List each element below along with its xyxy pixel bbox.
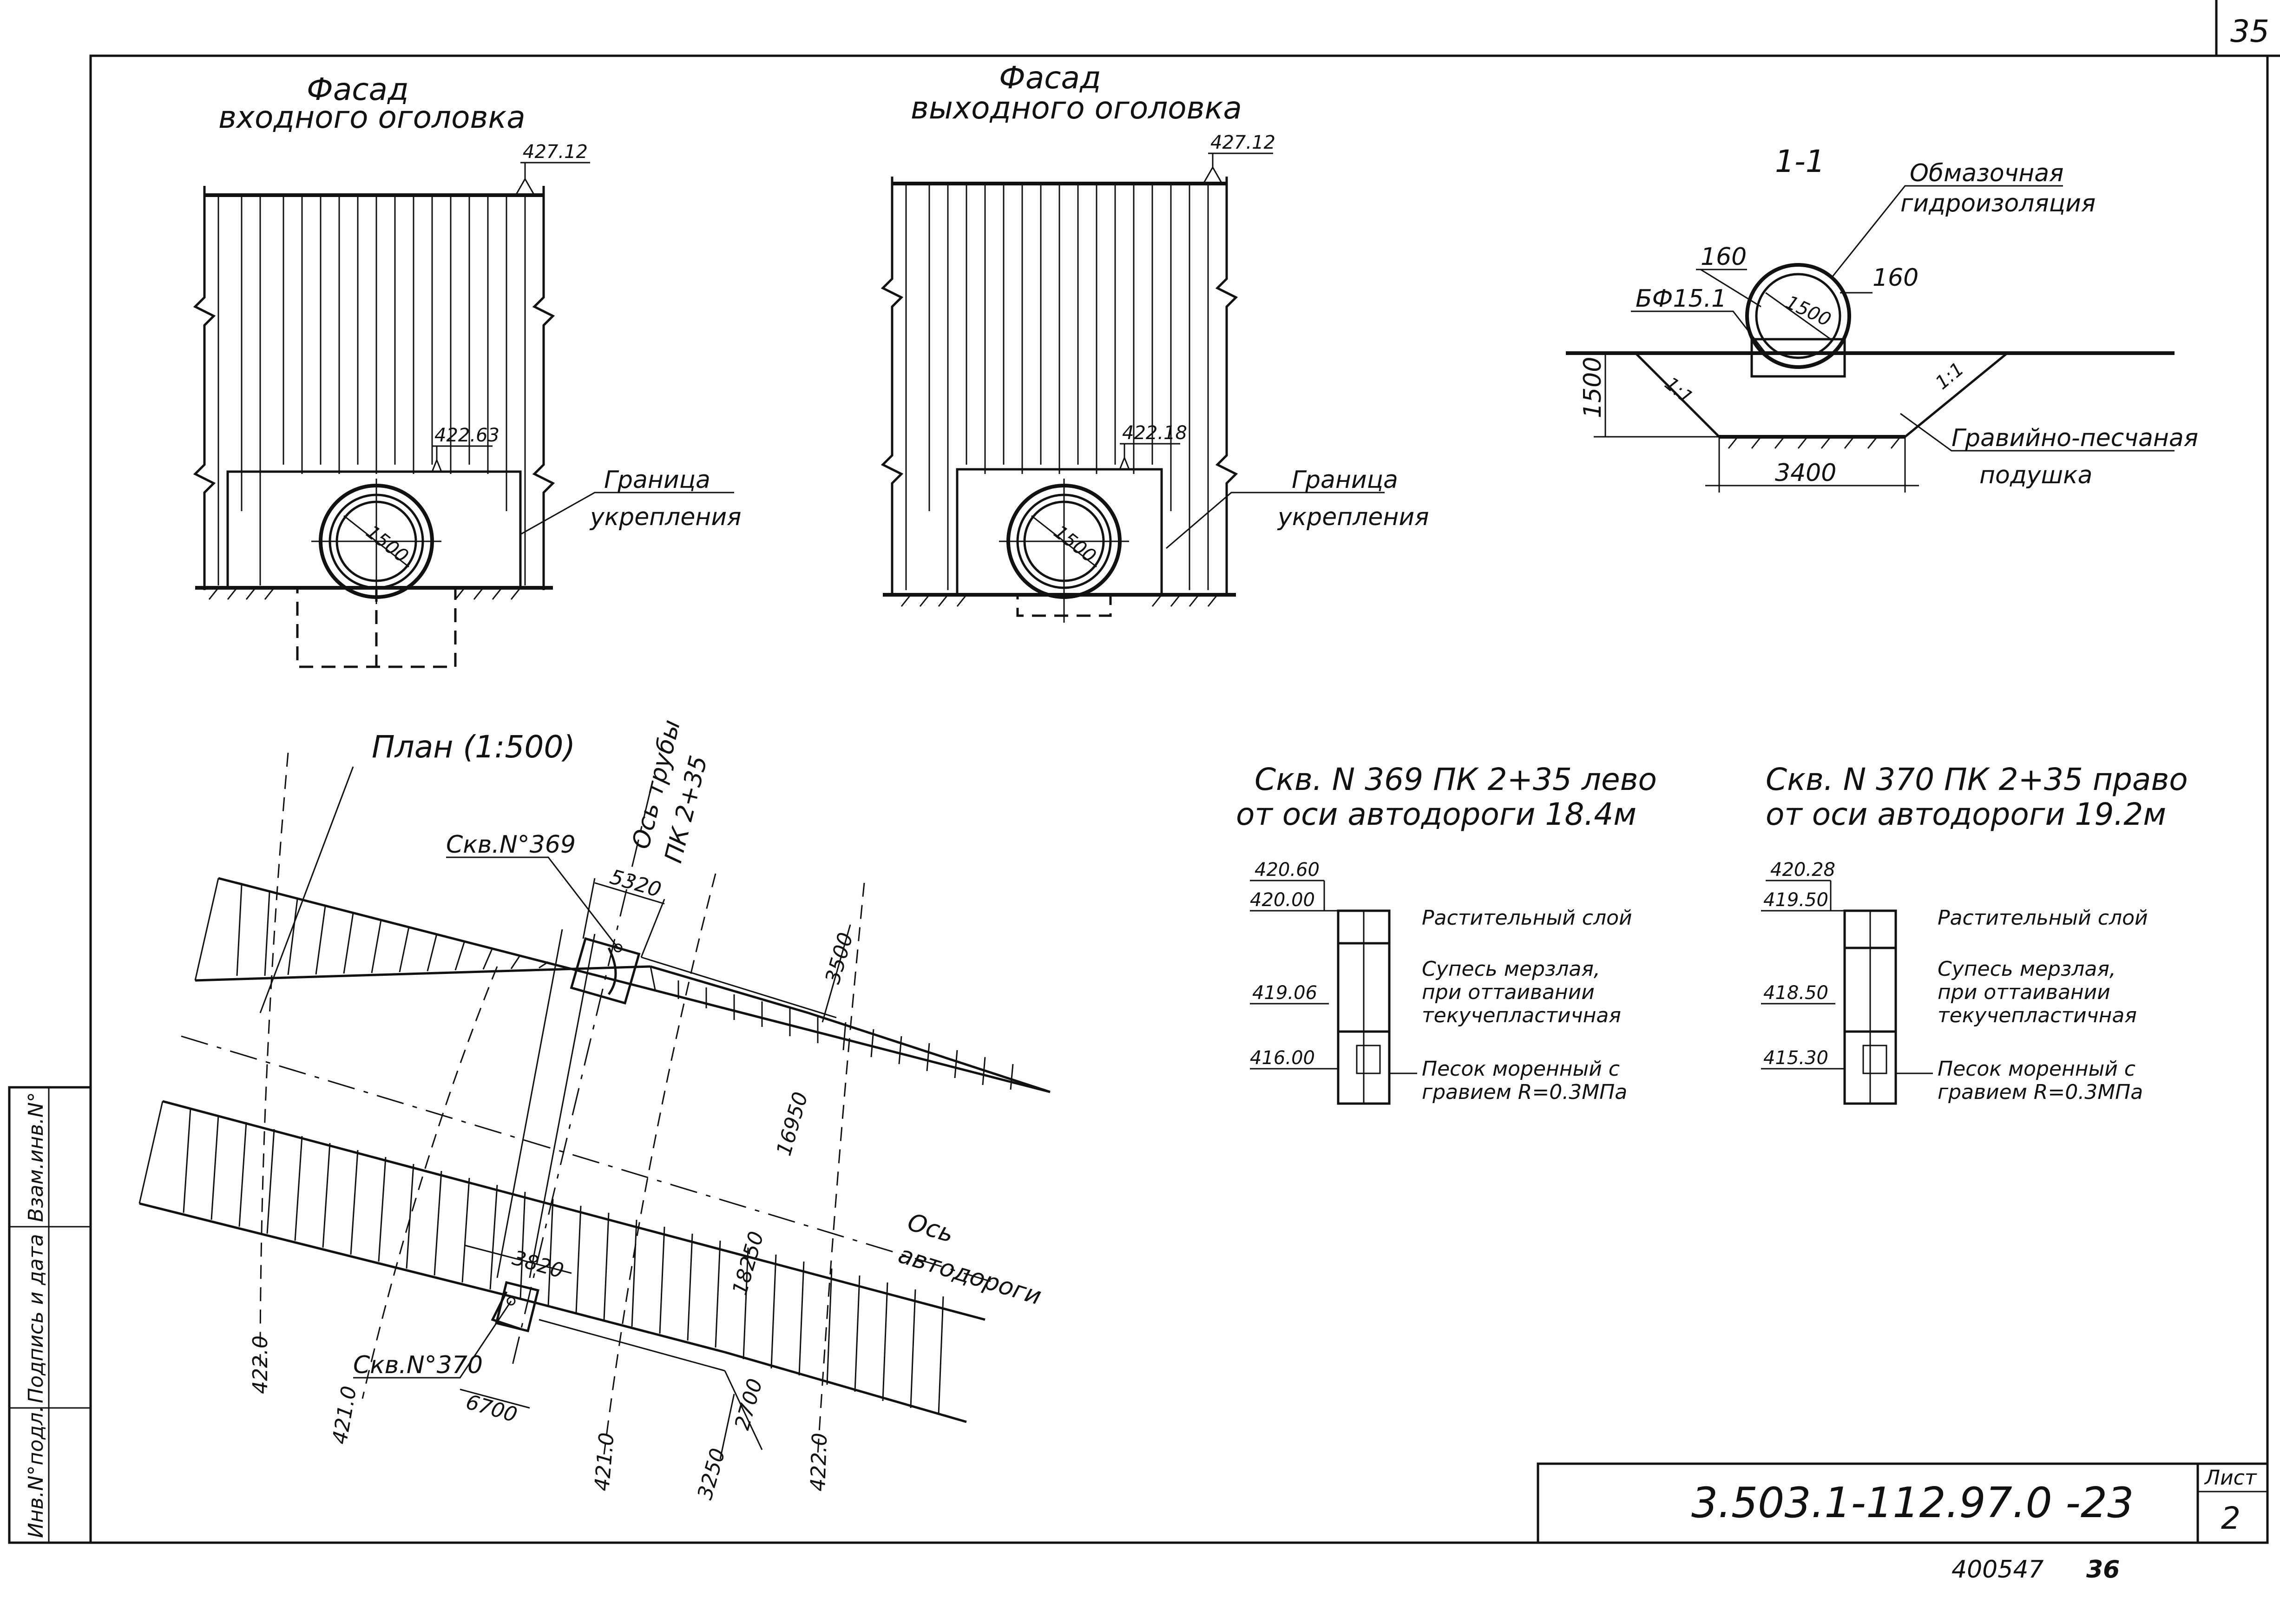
sheet-number: 2 (2221, 1500, 2241, 1536)
bh369-mark-1: 420.00 (1250, 889, 1315, 911)
facade-outlet-bottom-mark: 422.18 (1122, 422, 1187, 444)
contours (259, 752, 865, 1455)
trench-ground-hatch (1728, 436, 1901, 449)
bh370-layer-2b: при оттаивании (1938, 980, 2110, 1004)
lower-embankment (138, 1100, 986, 1423)
stamp-replacement-inventory: Взам.инв.N° (24, 1092, 48, 1222)
dim-3250: 3250 (693, 1446, 730, 1502)
bh370-mark-1: 419.50 (1763, 889, 1828, 911)
sheet-frame: 35 (89, 0, 2280, 1544)
facade-inlet-diameter: 1500 (362, 521, 413, 567)
bh370-title-1: Скв. N 370 ПК 2+35 право (1766, 762, 2188, 797)
bh370-layer-3a: Песок моренный с (1938, 1057, 2135, 1081)
bh369-title-2: от оси автодороги 18.4м (1236, 796, 1636, 832)
cushion-1: Гравийно-песчаная (1951, 424, 2198, 452)
plan-view: План (1:500) (138, 717, 1051, 1502)
bh369-mark-top: 420.60 (1255, 859, 1320, 881)
bh369-mark-2: 419.06 (1252, 982, 1317, 1004)
dim-3820: 3820 (510, 1246, 566, 1283)
facade-inlet-slope-hatch (217, 195, 526, 585)
section-bottom-width: 3400 (1775, 459, 1836, 487)
bh370-layer-2a: Супесь мерзлая, (1938, 957, 2116, 981)
bh370-layer-3b: гравием R=0.3МПа (1938, 1080, 2143, 1104)
dim-18250: 18250 (728, 1229, 769, 1298)
cushion-2: подушка (1979, 461, 2092, 489)
title-block: 3.503.1-112.97.0 -23 Лист 2 400547 36 (1537, 1462, 2269, 1584)
bh369-layer-3b: гравием R=0.3МПа (1422, 1080, 1627, 1104)
borehole-370: Скв. N 370 ПК 2+35 право от оси автодоро… (1761, 762, 2188, 1105)
stamp-signature-date: Подпись и дата (24, 1234, 48, 1403)
inventory-note: 400547 (1951, 1556, 2044, 1584)
bh369-title-1: Скв. N 369 ПК 2+35 лево (1255, 762, 1657, 797)
bh370-layer-1: Растительный слой (1938, 906, 2148, 930)
facade-inlet-subtitle: входного оголовка (218, 99, 526, 135)
facade-outlet-ground-hatch (900, 594, 1218, 607)
bh369-layer-2c: текучепластичная (1422, 1004, 1621, 1027)
facade-outlet-boundary-2: укрепления (1277, 503, 1429, 531)
waterproofing-1: Обмазочная (1910, 159, 2063, 187)
bh369-layer-2b: при оттаивании (1422, 980, 1595, 1004)
well-370-label: Скв.N°370 (353, 1351, 483, 1379)
borehole-369: Скв. N 369 ПК 2+35 лево от оси автодорог… (1236, 762, 1657, 1105)
road-axis-2: автодороги (895, 1241, 1045, 1310)
dim-5320: 5320 (607, 865, 664, 902)
contour-4: 422.0 (806, 1433, 832, 1492)
bh370-mark-2: 418.50 (1763, 982, 1828, 1004)
facade-outlet-slope-hatch (905, 184, 1209, 590)
section-diameter: 1500 (1782, 291, 1834, 331)
section-title: 1-1 (1775, 144, 1825, 179)
inventory-suffix: 36 (2086, 1556, 2120, 1584)
facade-outlet-top-mark: 427.12 (1210, 132, 1275, 153)
section-1-1: 1-1 1500 Обмазочная гидроизоляция 160 16… (1566, 144, 2198, 493)
sheet-label: Лист (2204, 1466, 2257, 1490)
dim-2700: 2700 (730, 1376, 768, 1433)
dim-16950: 16950 (772, 1089, 813, 1158)
drawing-designation: 3.503.1-112.97.0 -23 (1691, 1479, 2134, 1527)
bh369-layer-1: Растительный слой (1422, 906, 1632, 930)
facade-outlet-diameter: 1500 (1050, 521, 1100, 567)
corner-number: 35 (2230, 13, 2269, 49)
facade-outlet-boundary-1: Граница (1292, 466, 1398, 494)
facade-outlet-title: Фасад (999, 60, 1101, 96)
bh369-layer-3a: Песок моренный с (1422, 1057, 1620, 1081)
section-wall-left: 160 (1701, 243, 1747, 271)
section-depth: 1500 (1579, 357, 1607, 418)
facade-inlet-bottom-mark: 422.63 (434, 425, 499, 446)
dim-6700: 6700 (463, 1390, 520, 1427)
stamp-original-inventory: Инв.N°подл. (24, 1406, 48, 1538)
section-block: БФ15.1 (1636, 285, 1727, 313)
bh369-mark-3: 416.00 (1250, 1047, 1315, 1069)
well-369-label: Скв.N°369 (446, 831, 576, 859)
dim-3500: 3500 (821, 930, 858, 986)
waterproofing-2: гидроизоляция (1900, 190, 2096, 217)
side-stamp: Инв.N°подл. Подпись и дата Взам.инв.N° (8, 1086, 92, 1544)
bh370-layer-2c: текучепластичная (1938, 1004, 2137, 1027)
bh370-title-2: от оси автодороги 19.2м (1766, 796, 2166, 832)
section-slope-left: 1:1 (1661, 373, 1697, 408)
contour-2: 421.0 (328, 1384, 361, 1446)
bh370-mark-3: 415.30 (1763, 1047, 1828, 1069)
contour-1: 422.0 (249, 1335, 272, 1394)
facade-inlet: Фасад входного оголовка 427.12 422.63 (193, 72, 741, 668)
bh370-mark-top: 420.28 (1770, 859, 1835, 881)
section-wall-right: 160 (1873, 264, 1919, 292)
plan-title: План (1:500) (372, 729, 575, 765)
upper-embankment (194, 877, 1051, 1093)
facade-outlet-subtitle: выходного оголовка (911, 90, 1242, 126)
facade-inlet-boundary-1: Граница (604, 466, 710, 494)
facade-inlet-title: Фасад (307, 72, 409, 107)
facade-inlet-ground-hatch (208, 587, 521, 600)
bh369-layer-2a: Супесь мерзлая, (1422, 957, 1600, 981)
contour-3: 421.0 (590, 1432, 619, 1492)
road-axis-1: Ось (904, 1208, 957, 1249)
facade-inlet-boundary-2: укрепления (589, 503, 741, 531)
facade-inlet-top-mark: 427.12 (523, 141, 588, 163)
facade-outlet: Фасад выходного оголовка 427.12 422.18 (880, 60, 1429, 623)
